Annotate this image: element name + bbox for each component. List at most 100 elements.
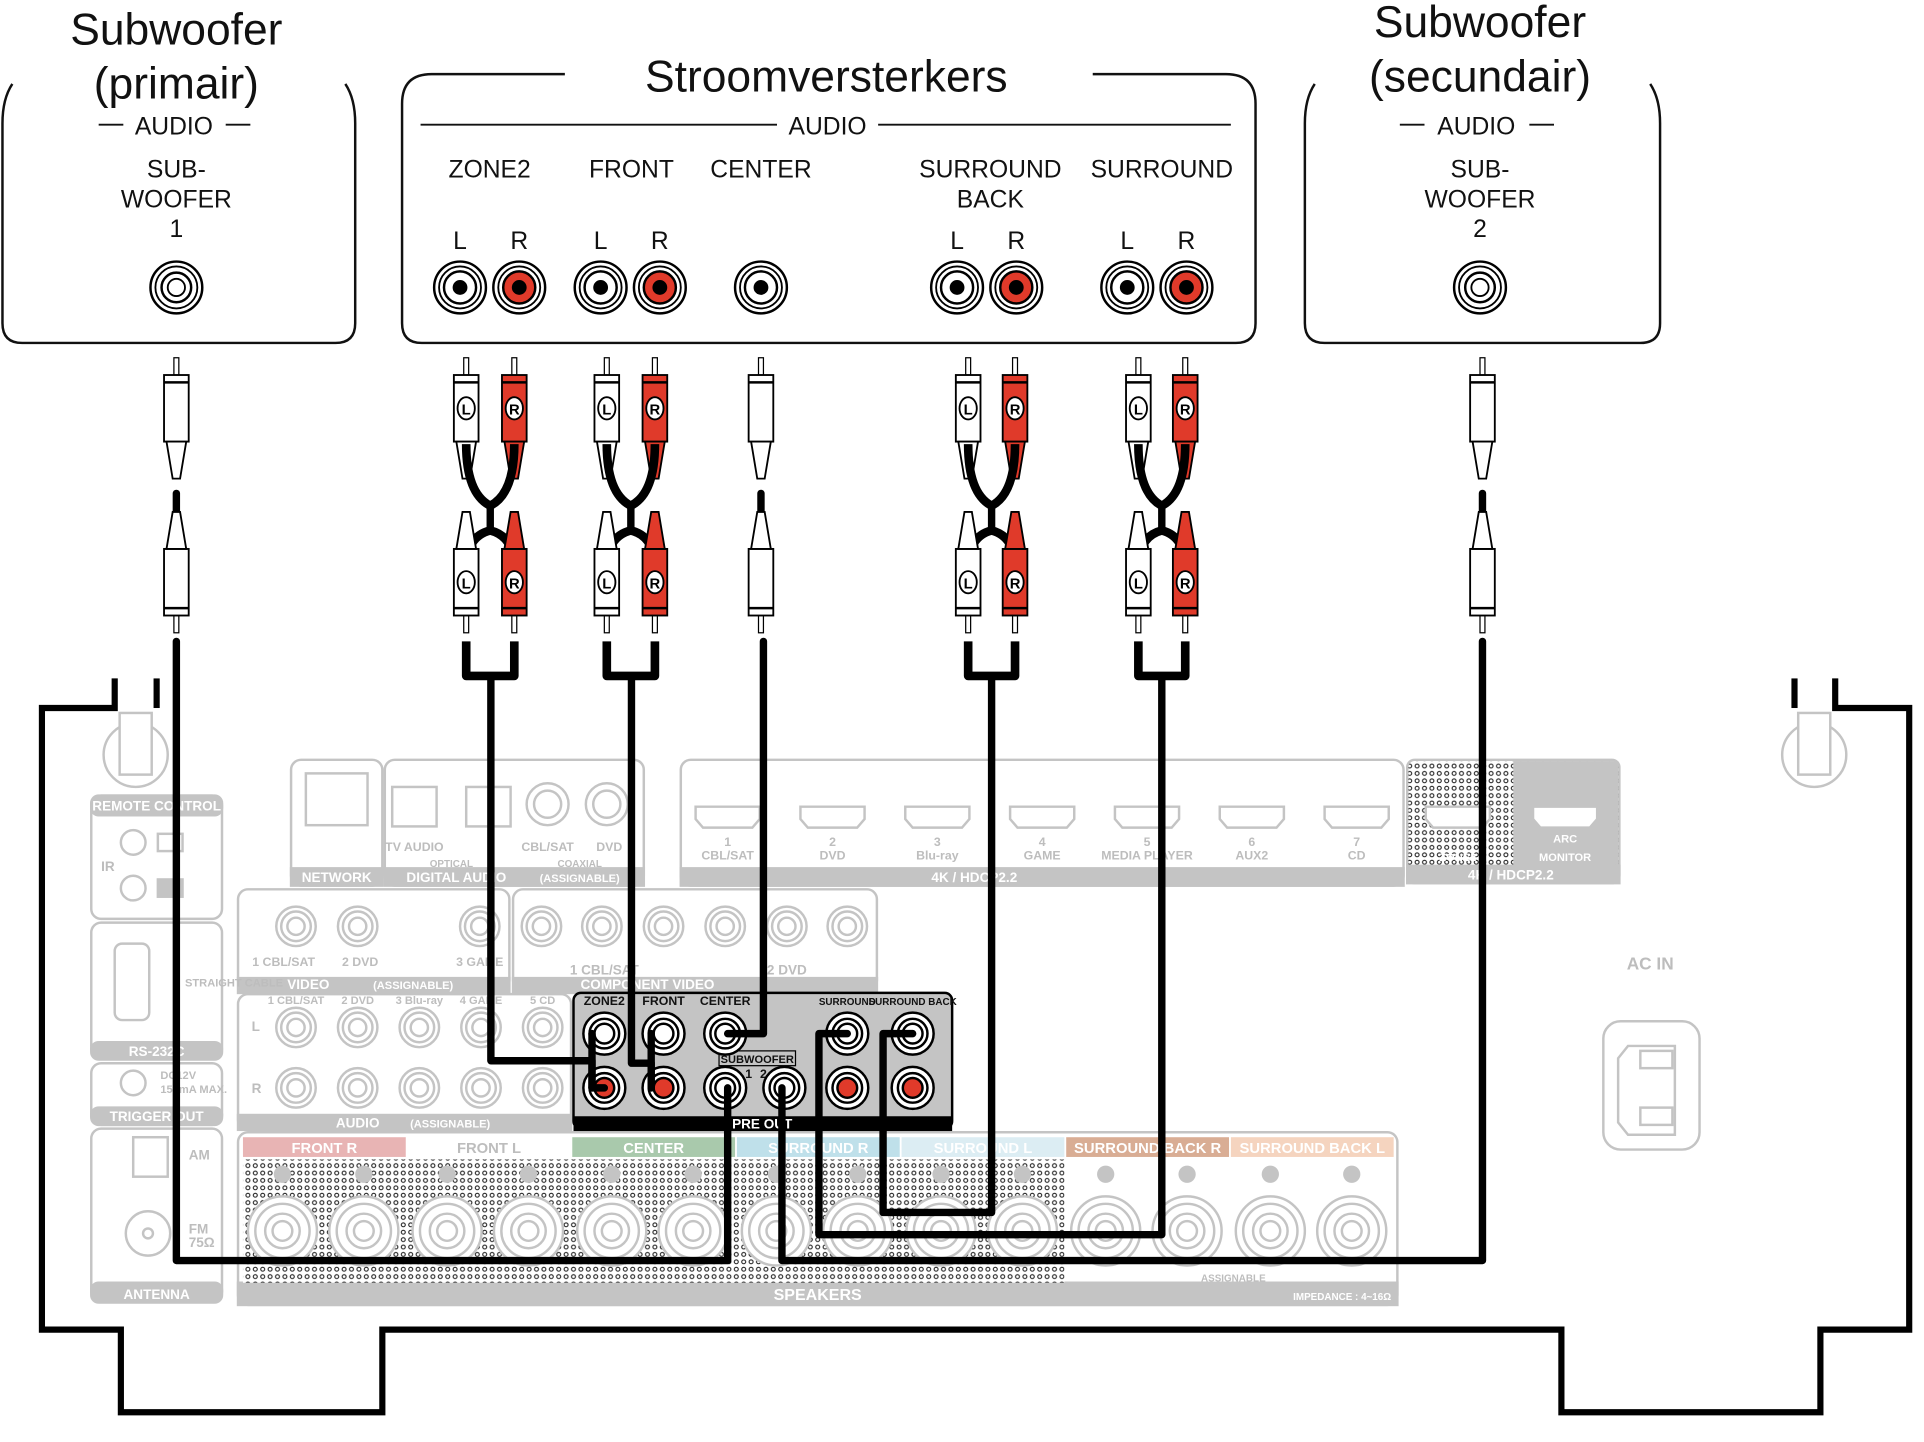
amps-jack-center[interactable]: [733, 260, 789, 315]
speaker-header-bg: [572, 1137, 736, 1157]
audio-in-jack-l: [521, 1006, 564, 1049]
component-jack: [765, 905, 808, 948]
sub-secondary-title-2: (secundair): [1369, 52, 1591, 101]
power-amplifiers-device: Stroomversterkers AUDIO ZONE2 FRONT CENT…: [400, 52, 1257, 345]
plug-label: L: [964, 402, 973, 418]
coax-2-label: DVD: [596, 840, 622, 854]
speaker-header-label: FRONT L: [457, 1141, 521, 1157]
amps-jack-zone2-l[interactable]: [432, 260, 488, 315]
amps-jack-front-r[interactable]: [632, 260, 687, 315]
sub-primary-title-1: Subwoofer: [70, 5, 282, 54]
audio-in-jack-r: [521, 1066, 564, 1109]
plug-label: L: [602, 402, 611, 418]
sub-secondary-jack-label-3: 2: [1473, 216, 1487, 243]
plug-label: L: [1134, 402, 1143, 418]
hdmi-in-num: 5: [1144, 835, 1151, 849]
sub-primary-jack-label-1: SUB-: [147, 157, 206, 184]
plug-top-sub1: [163, 357, 190, 480]
audio-in-label: 1 CBL/SAT: [268, 995, 325, 1007]
pre-out-sb-r[interactable]: [890, 1065, 935, 1111]
amps-zone2-l: L: [453, 228, 467, 255]
hdmi-in-name: DVD: [819, 849, 845, 863]
hdmi-in-num: 1: [724, 835, 731, 849]
hdmi-in-num: 7: [1353, 835, 1360, 849]
amps-jack-sb-l[interactable]: [929, 260, 985, 315]
plug-top-sb-l: L: [954, 357, 982, 480]
speaker-header-label: FRONT R: [291, 1141, 357, 1157]
pre-out-front-r[interactable]: [641, 1065, 686, 1111]
subwoofer-primary-device: Subwoofer (primair) AUDIO SUB- WOOFER 1: [1, 5, 357, 345]
speaker-header-bg: [242, 1137, 406, 1157]
subwoofer-secondary-device: Subwoofer (secundair) AUDIO SUB- WOOFER …: [1303, 0, 1662, 345]
amps-jack-front-l[interactable]: [573, 260, 628, 315]
sub-primary-jack[interactable]: [149, 260, 204, 315]
hdmi-zone2-label: ZONE2: [1439, 852, 1476, 864]
plug-label: R: [650, 576, 661, 592]
hdmi-out-port: [1531, 805, 1599, 829]
hdmi-monitor-label: MONITOR: [1539, 852, 1591, 864]
plug-bottom-zone2-r: R: [501, 510, 528, 634]
amps-sb-l: L: [950, 228, 964, 255]
pre-out-zone2: ZONE2: [584, 994, 625, 1008]
plug-label: R: [1180, 402, 1191, 418]
speaker-terminal: [1315, 1165, 1388, 1267]
audio-in-row-r: R: [252, 1081, 262, 1096]
video-in-label: VIDEO: [287, 977, 329, 992]
remote-control-label: REMOTE CONTROL: [92, 798, 221, 813]
pre-out-sub-1: 1: [745, 1067, 752, 1081]
speaker-terminal: [328, 1165, 400, 1267]
speaker-terminal: [657, 1165, 729, 1267]
hdmi-in-num: 6: [1248, 835, 1255, 849]
coaxial-label: COAXIAL: [557, 859, 601, 870]
plug-bottom-sb-l: L: [954, 510, 982, 634]
impedance-label: IMPEDANCE : 4~16Ω: [1293, 1292, 1391, 1303]
video-in-input-label: 3 GAME: [456, 955, 503, 969]
plug-label: R: [509, 576, 520, 592]
hdmi-in-name: GAME: [1024, 849, 1061, 863]
cable-fork-sb: [963, 641, 1020, 681]
amps-jack-zone2-r[interactable]: [492, 260, 547, 315]
amps-jack-sb-r[interactable]: [989, 260, 1044, 315]
sub-primary-jack-label-3: 1: [170, 216, 184, 243]
sub-secondary-jack[interactable]: [1452, 260, 1508, 315]
amps-ch-surround-back-1: SURROUND: [919, 157, 1061, 184]
hdmi-in-num: 2: [829, 835, 836, 849]
network-label: NETWORK: [302, 870, 372, 885]
pre-out-surround-r[interactable]: [825, 1065, 870, 1111]
amps-jack-surr-r[interactable]: [1159, 260, 1214, 315]
audio-in-jack-r: [460, 1066, 502, 1109]
rs232c-label: RS-232C: [129, 1044, 185, 1059]
cable-run-surround: [815, 672, 1166, 1239]
amps-jack-surr-l[interactable]: [1100, 260, 1155, 315]
amps-ch-surround-back-2: BACK: [957, 186, 1025, 213]
speaker-header-bg: [407, 1137, 571, 1157]
plug-bottom-center: [747, 510, 775, 634]
hdmi-in-name: AUX2: [1235, 849, 1268, 863]
trigger-out-label: TRIGGER OUT: [110, 1109, 205, 1124]
audio-in-jack-l: [275, 1006, 317, 1049]
audio-in-jack-r: [336, 1066, 379, 1109]
component-jack: [642, 905, 685, 948]
amps-ch-center: CENTER: [710, 157, 811, 184]
plug-bottom-zone2-l: L: [452, 510, 480, 634]
sub-secondary-jack-label-1: SUB-: [1451, 157, 1510, 184]
amps-audio-label: AUDIO: [789, 114, 867, 141]
hdmi-in-name: Blu-ray: [916, 849, 959, 863]
plug-top-front-r: R: [641, 357, 669, 480]
sub-secondary-jack-label-2: WOOFER: [1425, 186, 1536, 213]
sub-primary-jack-label-2: WOOFER: [121, 186, 232, 213]
optical-label: OPTICAL: [430, 859, 473, 870]
hdmi-in-name: MEDIA PLAYER: [1101, 849, 1193, 863]
amps-zone2-r: R: [510, 228, 528, 255]
speaker-terminal: [246, 1165, 319, 1267]
speaker-terminal: [1234, 1165, 1307, 1267]
plug-bottom-sub2: [1469, 510, 1496, 634]
speaker-terminal: [492, 1165, 565, 1267]
